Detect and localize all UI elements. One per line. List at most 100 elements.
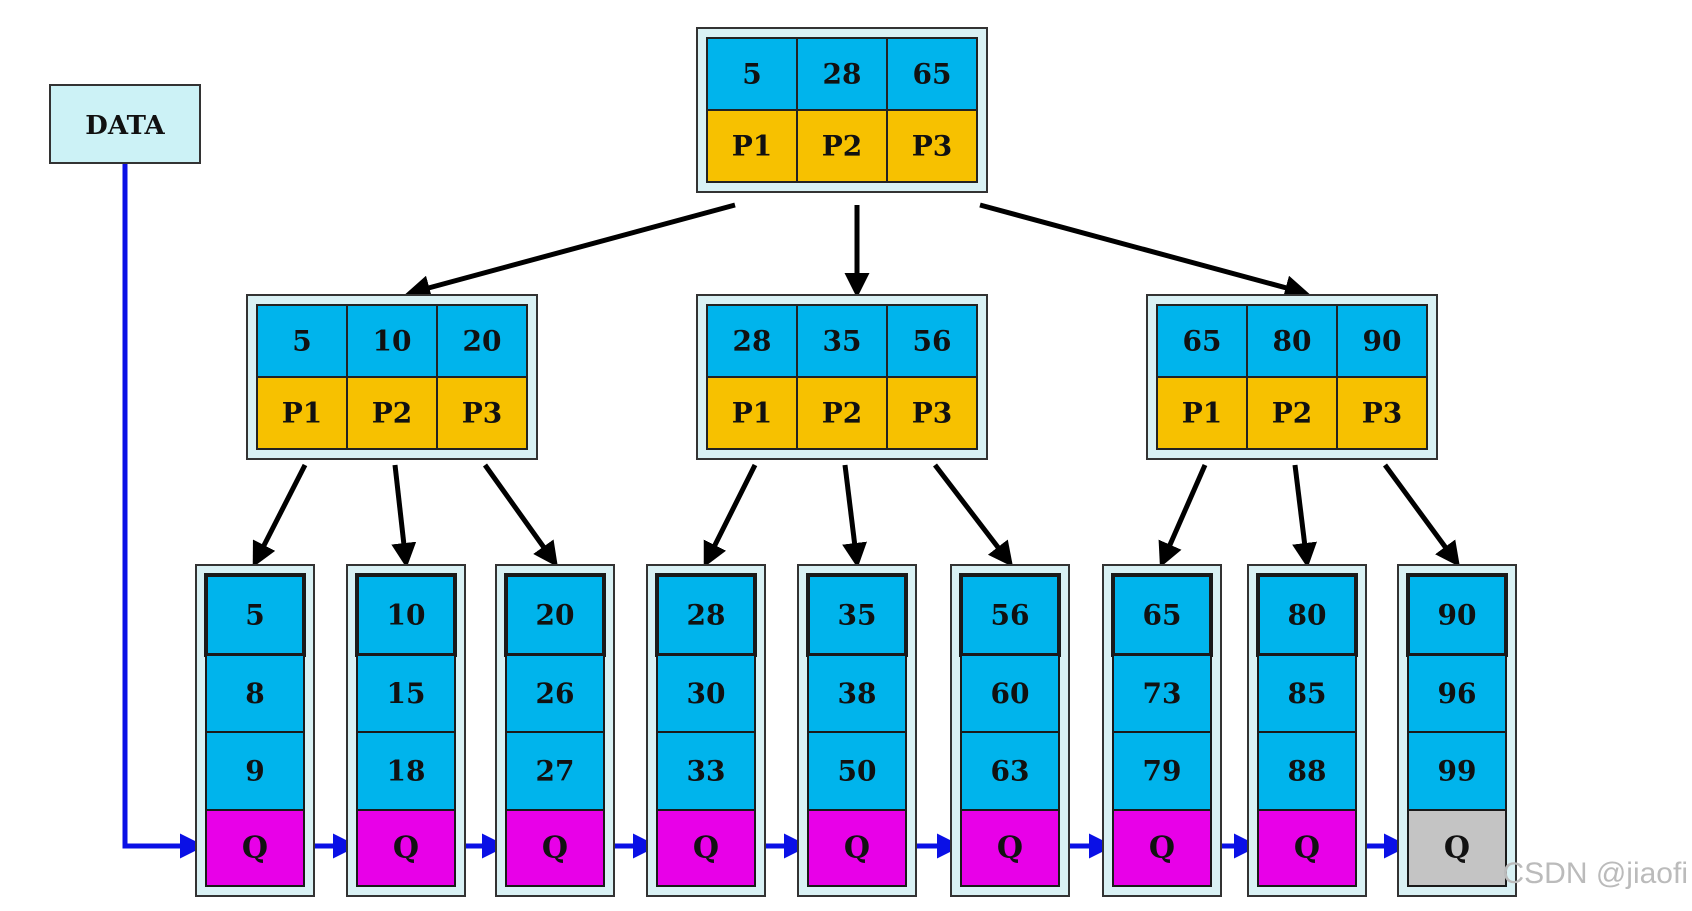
key-label: 28 [823, 58, 862, 91]
leaf-value-cell [656, 654, 756, 733]
leaf-value: 5 [245, 599, 264, 632]
data-box-label: DATA [85, 111, 165, 141]
pointer-cell [256, 376, 348, 450]
leaf-value: 73 [1143, 677, 1182, 710]
terminal-link-cell [1407, 809, 1507, 887]
data-box-rect [49, 84, 201, 164]
pointer-label: P2 [372, 397, 413, 430]
root-to-internal-1-arrow [405, 202, 736, 300]
link-label: Q [693, 831, 719, 866]
link-label: Q [997, 831, 1023, 866]
leaf-value-cell [205, 654, 305, 733]
pointer-label: P3 [912, 397, 953, 430]
pointer-to-leaf-arrow [1382, 463, 1460, 568]
leaf-value-cell [355, 573, 457, 657]
pointer-to-leaf-arrow [252, 463, 308, 568]
leaf-value: 35 [838, 599, 877, 632]
pointer-label: P1 [732, 130, 773, 163]
link-cell [807, 809, 907, 887]
link-label: Q [542, 831, 568, 866]
leaf-value-cell [204, 573, 306, 657]
key-label: 80 [1273, 325, 1312, 358]
link-cell [205, 809, 305, 887]
pointer-label: P2 [822, 130, 863, 163]
key-cell [886, 304, 978, 378]
pointer-cell [1246, 376, 1338, 450]
pointer-label: P1 [282, 397, 323, 430]
leaf-value: 28 [687, 599, 726, 632]
leaf-value: 90 [1438, 599, 1477, 632]
link-label: Q [393, 831, 419, 866]
leaf-value: 9 [245, 755, 264, 788]
leaf-value-cell [1257, 731, 1357, 811]
leaf-value: 80 [1288, 599, 1327, 632]
data-to-first-leaf-arrow [122, 163, 205, 859]
key-label: 35 [823, 325, 862, 358]
pointer-label: P3 [462, 397, 503, 430]
pointer-to-leaf-arrow [391, 464, 417, 568]
link-cell [505, 809, 605, 887]
leaf-value-cell [356, 654, 456, 733]
pointer-cell [886, 109, 978, 183]
leaf-value: 38 [838, 677, 877, 710]
leaf-value: 50 [838, 755, 877, 788]
link-label: Q [1444, 831, 1470, 866]
pointer-label: P1 [732, 397, 773, 430]
pointer-to-leaf-arrow [703, 463, 758, 568]
pointer-cell [1156, 376, 1248, 450]
pointer-label: P1 [1182, 397, 1223, 430]
leaf-value: 30 [687, 677, 726, 710]
key-label: 65 [913, 58, 952, 91]
pointer-to-leaf-arrow [1158, 463, 1208, 568]
pointer-to-leaf-arrow [1292, 464, 1317, 568]
link-label: Q [844, 831, 870, 866]
leaf-value: 56 [991, 599, 1030, 632]
leaf-value: 18 [387, 755, 426, 788]
leaf-value-cell [505, 654, 605, 733]
leaf-value-cell [960, 654, 1060, 733]
leaf-value-cell [1407, 654, 1507, 733]
pointer-to-leaf-arrow [933, 463, 1014, 567]
leaf-value: 99 [1438, 755, 1477, 788]
pointer-cell [346, 376, 438, 450]
key-label: 65 [1183, 325, 1222, 358]
root-to-internal-3-arrow [979, 202, 1310, 300]
pointer-label: P2 [1272, 397, 1313, 430]
pointer-cell [796, 109, 888, 183]
leaf-value: 27 [536, 755, 575, 788]
leaf-value-cell [505, 731, 605, 811]
nodes-layer: 5P128P265P35P110P220P328P135P256P365P180… [49, 27, 1688, 897]
leaf-node-5: 35 38 50Q [797, 564, 917, 897]
leaf-node-3: 20 26 27Q [495, 564, 615, 897]
link-cell [960, 809, 1060, 887]
leaf-value: 65 [1143, 599, 1182, 632]
key-label: 28 [733, 325, 772, 358]
leaf-value: 20 [536, 599, 575, 632]
leaf-value: 10 [387, 599, 426, 632]
leaf-value-cell [655, 573, 757, 657]
leaf-value-cell [959, 573, 1061, 657]
key-cell [706, 304, 798, 378]
link-label: Q [1149, 831, 1175, 866]
pointer-cell [886, 376, 978, 450]
leaf-value-cell [205, 731, 305, 811]
pointer-label: P3 [1362, 397, 1403, 430]
key-label: 10 [373, 325, 412, 358]
arrows-layer [122, 163, 1460, 859]
leaf-value: 85 [1288, 677, 1327, 710]
key-label: 5 [292, 325, 311, 358]
key-cell [346, 304, 438, 378]
key-label: 20 [463, 325, 502, 358]
link-label: Q [242, 831, 268, 866]
leaf-value-cell [807, 654, 907, 733]
pointer-cell [796, 376, 888, 450]
link-cell [1257, 809, 1357, 887]
leaf-value: 26 [536, 677, 575, 710]
